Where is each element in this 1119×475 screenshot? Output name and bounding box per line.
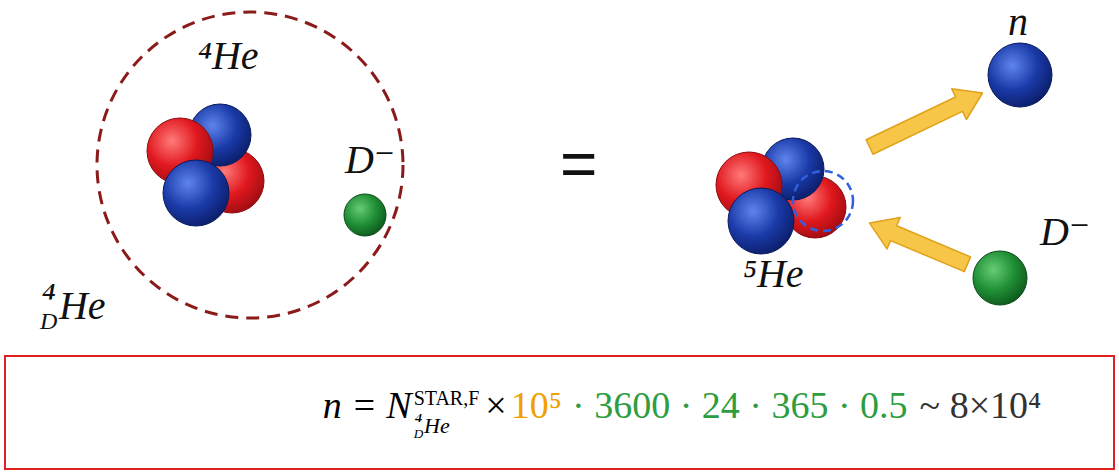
node-shape bbox=[705, 125, 865, 250]
atom-boundary: ⁴DHe⁴HeD⁻ bbox=[95, 10, 405, 320]
equals-sign: = bbox=[560, 132, 597, 196]
formula-text: n = N bbox=[323, 384, 412, 426]
nuclide-stack: ⁴D bbox=[40, 285, 57, 333]
index-stack: STAR,F⁴DHe bbox=[414, 387, 480, 442]
neutron-ball bbox=[163, 160, 229, 226]
particle-label: D⁻ bbox=[345, 140, 395, 180]
deuteron-ball: D⁻ bbox=[972, 250, 1028, 306]
neutron-ball bbox=[728, 188, 794, 254]
formula-factor: 10⁵ bbox=[511, 384, 562, 426]
particle-ball bbox=[988, 43, 1052, 107]
dashed-circle bbox=[793, 171, 853, 231]
superscript-text: STAR,F bbox=[414, 387, 480, 409]
nuclide-stack: ⁴D bbox=[414, 414, 424, 440]
node-shape bbox=[343, 193, 387, 237]
particle-label: n bbox=[1008, 2, 1028, 42]
block-arrow bbox=[870, 218, 971, 272]
subscript-text: ⁴DHe bbox=[414, 409, 480, 442]
node-shape bbox=[987, 42, 1053, 108]
node-shape bbox=[140, 95, 272, 230]
formula-result: ~ 8×10⁴ bbox=[920, 384, 1042, 426]
neutron-ball: n bbox=[987, 42, 1053, 108]
particle-label: D⁻ bbox=[1040, 212, 1090, 252]
particle-label: ⁴He bbox=[198, 36, 259, 76]
formula-factor: · 3600 · 24 · 365 · 0.5 bbox=[572, 384, 908, 426]
particle-label: ⁴DHe bbox=[40, 285, 106, 333]
formula-row: n = NSTAR,F⁴DHe×10⁵· 3600 · 24 · 365 · 0… bbox=[323, 383, 1042, 442]
formula-box: n = NSTAR,F⁴DHe×10⁵· 3600 · 24 · 365 · 0… bbox=[4, 355, 1115, 470]
dashed-circle bbox=[97, 12, 403, 318]
deuteron-ball: D⁻ bbox=[343, 193, 387, 237]
helium-5-nucleus: ⁵He bbox=[705, 125, 865, 250]
block-arrow bbox=[866, 89, 982, 155]
node-shape bbox=[972, 250, 1028, 306]
particle-label: ⁵He bbox=[743, 254, 804, 294]
particle-ball bbox=[344, 194, 386, 236]
formula-text: × bbox=[485, 384, 506, 426]
helium-4-nucleus: ⁴He bbox=[140, 95, 272, 230]
particle-ball bbox=[973, 251, 1027, 305]
